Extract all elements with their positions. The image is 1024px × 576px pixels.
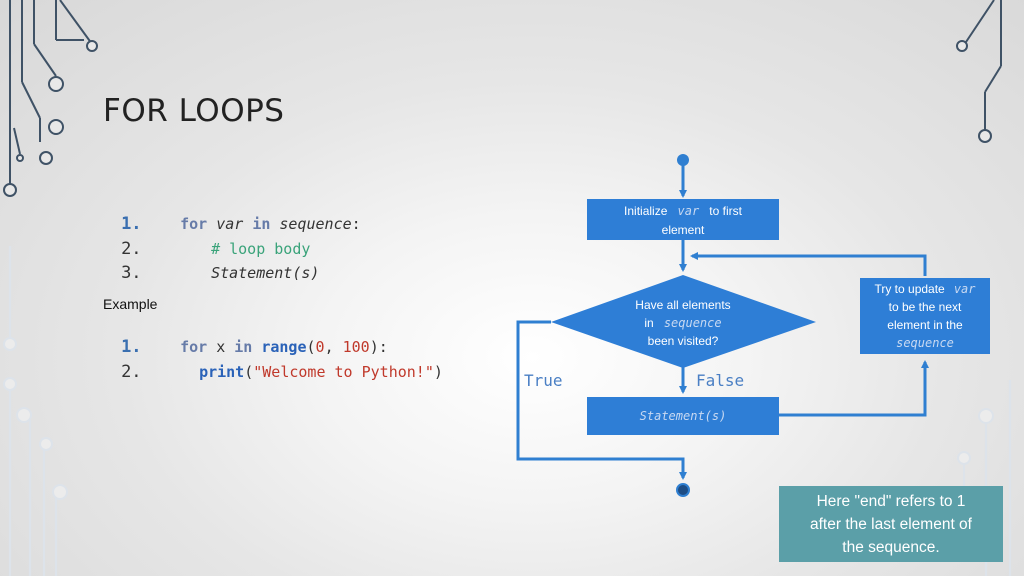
true-label: True <box>524 371 563 390</box>
note-line-3: the sequence. <box>842 539 940 556</box>
line-number: 1. <box>121 214 142 234</box>
update-line1: Try to update var <box>874 278 976 297</box>
keyword-for: for <box>180 215 208 233</box>
example-line-2: 2. print("Welcome to Python!") <box>103 344 443 382</box>
update-line3: element in the <box>887 318 963 332</box>
update-line4: sequence <box>896 336 954 350</box>
false-label: False <box>696 371 744 390</box>
example-label: Example <box>103 296 158 312</box>
comment: # loop body <box>211 240 311 258</box>
decision-line2: in sequence <box>644 312 721 331</box>
function-print: print <box>199 363 245 381</box>
init-text-line1: Initialize var to first <box>624 200 743 219</box>
var-name: x <box>216 338 226 356</box>
line-number: 1. <box>121 337 142 357</box>
example-line-1: 1. for x in range(0, 100): <box>103 319 388 357</box>
open-paren: ( <box>244 363 254 381</box>
open-paren: ( <box>306 338 316 356</box>
sequence-name: sequence <box>279 215 352 233</box>
close-paren: ): <box>369 338 388 356</box>
keyword-for: for <box>180 338 208 356</box>
syntax-line-3: 3. Statement(s) <box>103 245 319 283</box>
syntax-line-1: 1. for var in sequence: <box>103 196 361 234</box>
line-number: 2. <box>121 239 142 259</box>
var-name: var <box>216 215 244 233</box>
statement: Statement(s) <box>211 264 320 282</box>
close-paren: ) <box>433 363 443 381</box>
decision-line1: Have all elements <box>635 298 730 312</box>
comma: , <box>324 338 343 356</box>
keyword-in: in <box>252 215 271 233</box>
statement-box <box>587 397 779 435</box>
colon: : <box>351 215 361 233</box>
decision-line3: been visited? <box>648 334 719 348</box>
slide-title: FOR LOOPS <box>103 93 285 129</box>
note-box: Here "end" refers to 1 after the last el… <box>779 486 1003 562</box>
range-start: 0 <box>315 338 325 356</box>
note-line-1: Here "end" refers to 1 <box>816 493 966 510</box>
string-literal: "Welcome to Python!" <box>253 363 434 381</box>
range-end: 100 <box>342 338 370 356</box>
line-number: 2. <box>121 362 142 382</box>
end-node <box>676 483 690 497</box>
line-number: 3. <box>121 263 142 283</box>
keyword-in: in <box>234 338 253 356</box>
statement-text: Statement(s) <box>640 409 727 423</box>
syntax-line-2: 2. # loop body <box>103 221 310 259</box>
init-box <box>587 199 779 240</box>
start-node <box>677 154 689 166</box>
init-text-line2: element <box>662 223 705 237</box>
update-box <box>860 278 990 354</box>
decision-diamond <box>551 275 816 368</box>
function-range: range <box>261 338 307 356</box>
update-line2: to be the next <box>889 300 962 314</box>
note-line-2: after the last element of <box>810 516 972 533</box>
